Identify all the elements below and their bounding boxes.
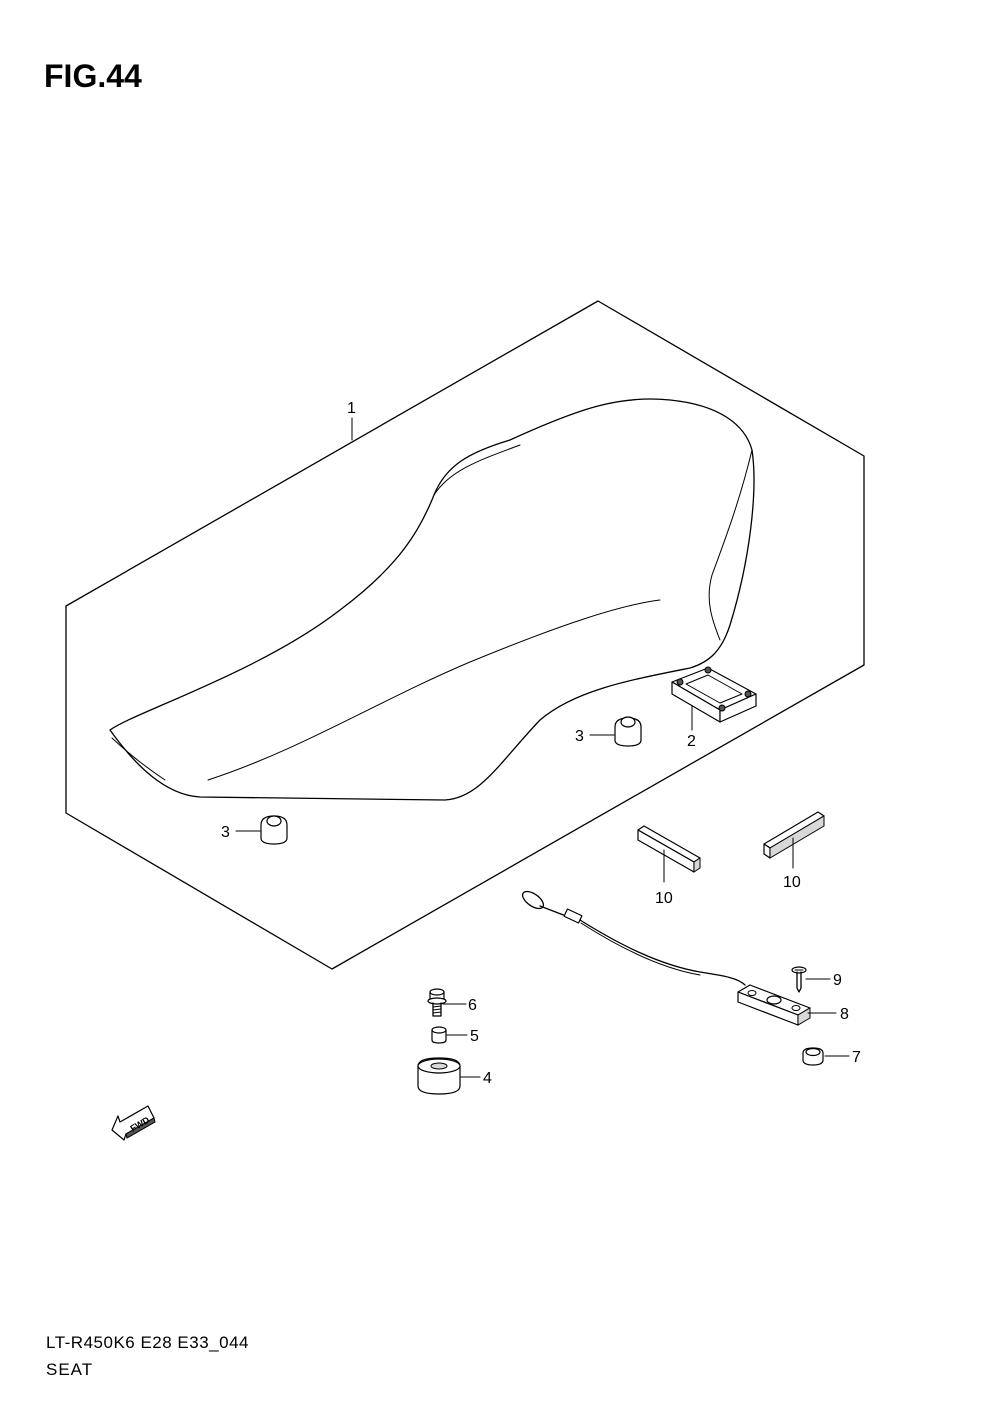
callout-10-left: 10 [655, 890, 673, 907]
lock-plate-part-8[interactable] [737, 984, 811, 1026]
bracket-part-2[interactable] [671, 666, 757, 723]
callout-6: 6 [468, 997, 477, 1014]
callout-10-right: 10 [783, 874, 801, 891]
strip-part-10-left[interactable] [637, 825, 701, 873]
callout-1: 1 [347, 400, 356, 417]
figure-code: LT-R450K6 E28 E33_044 [46, 1333, 249, 1352]
cushion-part-3-lower[interactable] [260, 815, 288, 845]
cushion-part-4[interactable] [417, 1057, 461, 1095]
grommet-part-7[interactable] [802, 1047, 824, 1066]
seat-lock-cable[interactable] [520, 888, 746, 986]
callout-4: 4 [483, 1070, 492, 1087]
callout-7: 7 [852, 1049, 861, 1066]
callout-3-upper: 3 [575, 728, 584, 745]
fwd-arrow-icon: FWD [111, 1105, 156, 1141]
bolt-part-6[interactable] [427, 988, 447, 1017]
cushion-part-3-upper[interactable] [614, 716, 642, 747]
callout-2: 2 [687, 733, 696, 750]
seat-part-1[interactable] [109, 398, 755, 801]
figure-title: FIG.44 [44, 58, 142, 94]
callout-5: 5 [470, 1028, 479, 1045]
callout-3-lower: 3 [221, 824, 230, 841]
screw-part-9[interactable] [791, 966, 807, 993]
callout-8: 8 [840, 1006, 849, 1023]
assembly-outline [65, 300, 865, 970]
strip-part-10-right[interactable] [763, 811, 825, 859]
collar-part-5[interactable] [431, 1026, 447, 1044]
callout-9: 9 [833, 972, 842, 989]
figure-name: SEAT [46, 1360, 94, 1379]
